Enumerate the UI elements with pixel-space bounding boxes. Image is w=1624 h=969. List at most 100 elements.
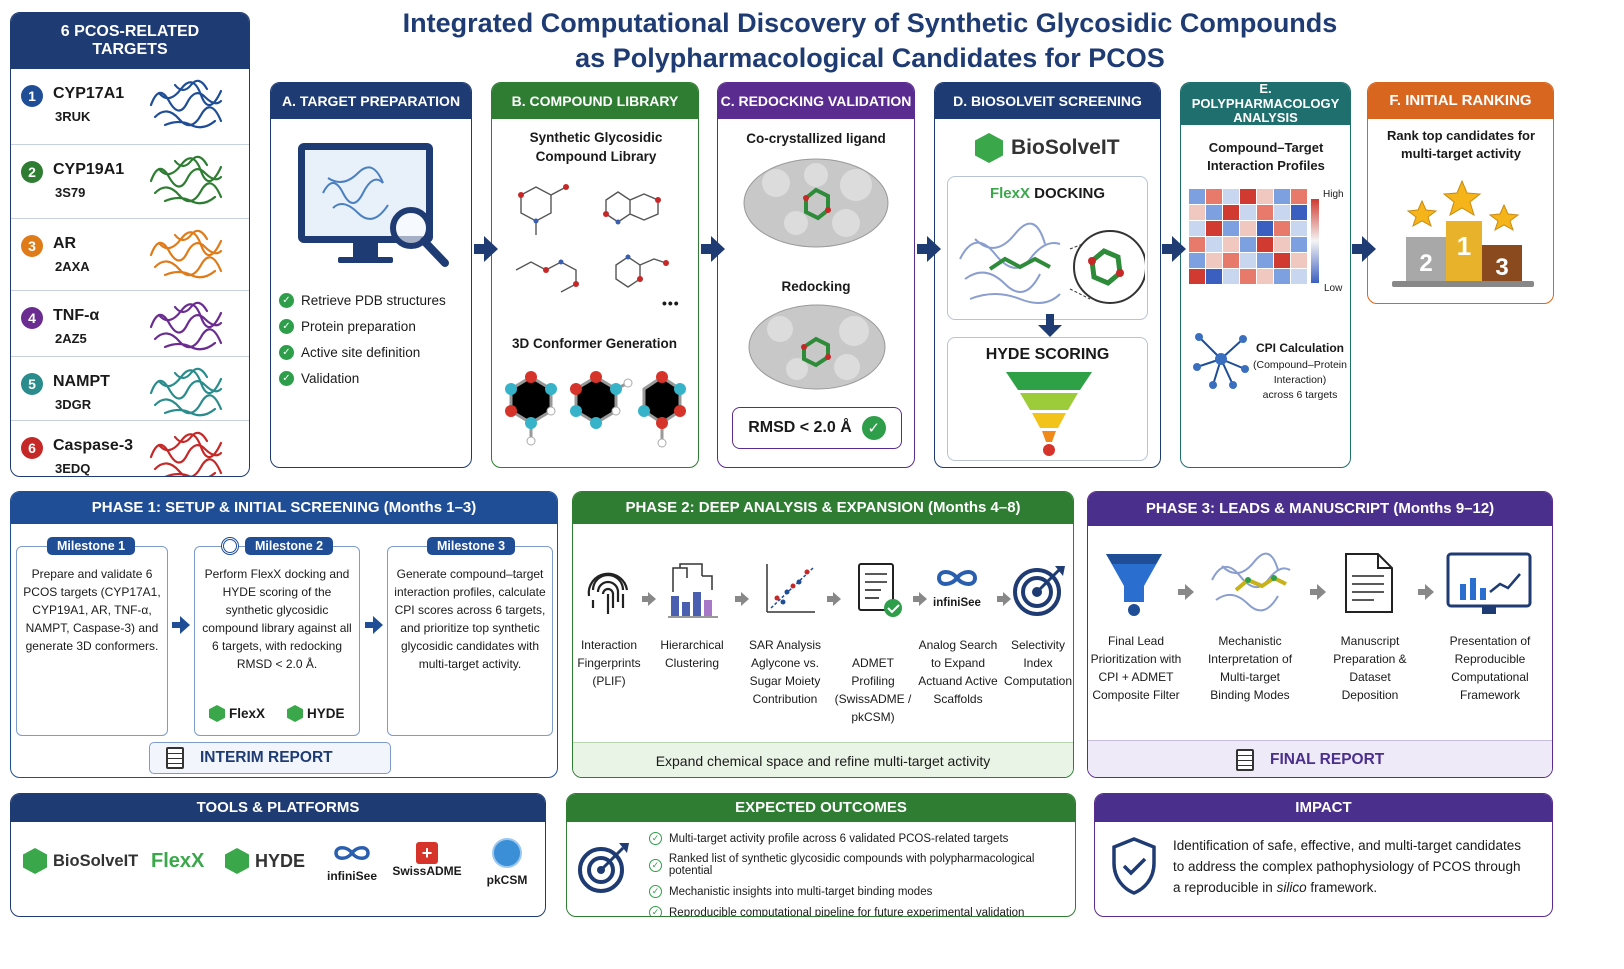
arrow-right-icon [1310, 584, 1326, 600]
heatmap-cell [1206, 205, 1222, 220]
selectivity-target-icon [1013, 566, 1065, 616]
milestone-2-text: Perform FlexX docking and HYDE scoring o… [202, 567, 352, 671]
heatmap-cell [1291, 205, 1307, 220]
target-pdb-id: 2AZ5 [55, 331, 87, 346]
cpi-subtitle-2: across 6 targets [1262, 389, 1338, 401]
swiss-cross-icon: + [416, 842, 438, 864]
heatmap-cell [1223, 189, 1239, 204]
check-icon: ✓ [649, 906, 662, 916]
target-pdb-id: 3S79 [55, 185, 86, 200]
sar-scatter-icon [766, 564, 815, 613]
phase3-step-3: Manuscript Preparation & Dataset Deposit… [1333, 634, 1407, 702]
tool-hyde-label: HYDE [255, 850, 306, 871]
phase2-step-6: Selectivity Index Computation [1003, 638, 1073, 688]
title-line-1: Integrated Computational Discovery of Sy… [402, 8, 1338, 38]
rmsd-text: RMSD < 2.0 Å [748, 419, 852, 436]
tools-panel: TOOLS & PLATFORMS BioSolveIT FlexX HYDE … [10, 793, 546, 917]
redocking-label: Redocking [781, 279, 851, 294]
impact-text: Identification of safe, effective, and m… [1173, 836, 1523, 899]
phase3-header: PHASE 3: LEADS & MANUSCRIPT (Months 9–12… [1088, 492, 1552, 526]
milestone-3-box: Generate compound–target interaction pro… [387, 546, 553, 736]
target-pdb-id: 2AXA [55, 259, 90, 274]
document-icon [166, 747, 184, 769]
outcome-item: ✓ Reproducible computational pipeline for… [649, 906, 1075, 917]
heatmap-cell [1274, 253, 1290, 268]
target-pdb-id: 3DGR [55, 397, 92, 412]
heatmap-cell [1240, 237, 1256, 252]
phase2-step-2: Hierarchical Clustering [660, 638, 724, 670]
heatmap-cell [1291, 237, 1307, 252]
milestone-1-text: Prepare and validate 6 PCOS targets (CYP… [23, 567, 161, 653]
target-number-badge: 3 [21, 235, 43, 257]
infinisee-logo: infiniSee [927, 566, 987, 609]
milestone-3-text: Generate compound–target interaction pro… [394, 567, 546, 671]
step-a-checklist: ✓Retrieve PDB structures✓Protein prepara… [279, 293, 446, 397]
outcomes-header: EXPECTED OUTCOMES [567, 794, 1075, 822]
milestone-2-box: Perform FlexX docking and HYDE scoring o… [194, 546, 360, 736]
molecule-structures-icon [515, 184, 669, 293]
heatmap-cell [1206, 237, 1222, 252]
heatmap-cell [1291, 189, 1307, 204]
outcome-item-label: Reproducible computational pipeline for … [669, 906, 1025, 917]
step-a-header: A. TARGET PREPARATION [271, 83, 471, 119]
arrow-right-icon [1162, 236, 1186, 262]
step-d-panel: D. BIOSOLVEIT SCREENING BioSolveIT FlexX… [934, 82, 1161, 468]
checklist-item: ✓Active site definition [279, 345, 446, 360]
impact-header: IMPACT [1095, 794, 1552, 822]
protein-structure-icon [149, 431, 223, 476]
presentation-monitor-icon [1446, 552, 1532, 614]
outcome-item-label: Mechanistic insights into multi-target b… [669, 885, 933, 898]
biosolveit-logo: BioSolveIT [975, 133, 1120, 163]
checklist-item-label: Validation [301, 371, 360, 386]
arrow-right-icon [1352, 236, 1376, 262]
target-number-badge: 6 [21, 437, 43, 459]
protein-surface-icon [743, 158, 889, 248]
heatmap-cell [1257, 221, 1273, 236]
heatmap-cell [1223, 237, 1239, 252]
funnel-scoring-icon [1006, 372, 1092, 456]
check-icon: ✓ [649, 832, 662, 845]
infinity-icon [334, 846, 370, 860]
heatmap-cell [1240, 189, 1256, 204]
profile-title: Compound–Target Interaction Profiles [1207, 140, 1325, 173]
tool-pkcsm-label: pkCSM [486, 873, 528, 887]
outcome-item: ✓Mechanistic insights into multi-target … [649, 885, 1075, 898]
heatmap-cell [1274, 269, 1290, 284]
checklist-item: ✓Retrieve PDB structures [279, 293, 446, 308]
target-row: 5 NAMPT 3DGR [11, 357, 249, 421]
heatmap-cell [1257, 237, 1273, 252]
target-pdb-id: 3RUK [55, 109, 91, 124]
conformer-3d-icon [505, 371, 686, 448]
protein-binding-icon [1211, 552, 1291, 612]
heatmap-cell [1274, 189, 1290, 204]
rank-1: 1 [1457, 231, 1471, 261]
phase3-step-2: Mechanistic Interpretation of Multi-targ… [1207, 634, 1293, 702]
target-number-badge: 2 [21, 161, 43, 183]
arrow-right-icon [735, 592, 749, 606]
tool-swissadme: + SwissADME [387, 842, 467, 878]
phase2-header: PHASE 2: DEEP ANALYSIS & EXPANSION (Mont… [573, 492, 1073, 524]
phase2-step-5: Analog Search to Expand Actuand Active S… [918, 638, 998, 706]
tool-infinisee: infiniSee [317, 842, 387, 883]
arrow-right-icon [997, 592, 1011, 606]
milestone-1-badge: Milestone 1 [47, 537, 136, 555]
heatmap-cell [1257, 253, 1273, 268]
arrow-right-icon [642, 592, 656, 606]
heatmap-colorbar [1311, 199, 1319, 283]
milestone-3-badge: Milestone 3 [427, 537, 516, 555]
target-number-badge: 5 [21, 373, 43, 395]
heatmap-cell [1223, 221, 1239, 236]
heatmap-cell [1189, 269, 1205, 284]
arrow-right-icon [701, 236, 725, 262]
target-icon [221, 537, 239, 555]
phase2-panel: PHASE 2: DEEP ANALYSIS & EXPANSION (Mont… [572, 491, 1074, 778]
milestone-1-box: Prepare and validate 6 PCOS targets (CYP… [16, 546, 168, 736]
arrow-right-icon [474, 236, 498, 262]
heatmap-cell [1223, 269, 1239, 284]
target-name: NAMPT [53, 373, 110, 390]
hyde-label: HYDE [307, 706, 345, 721]
